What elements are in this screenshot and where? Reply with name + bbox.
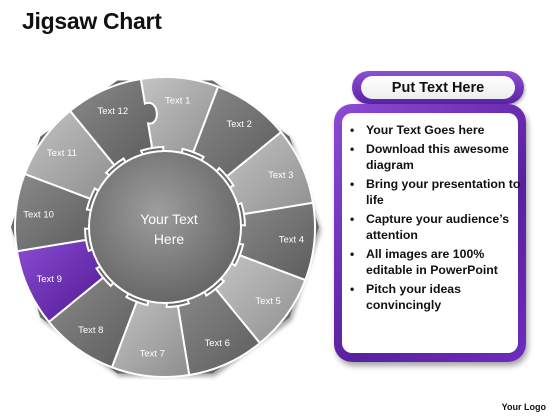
bullet-item: •Your Text Goes here <box>350 123 485 137</box>
bullet-dot-icon: • <box>350 123 355 137</box>
bullet-dot-icon: • <box>350 212 355 226</box>
bullet-item: •Bring your presentation to life <box>350 177 521 207</box>
panel-header-text: Put Text Here <box>361 76 515 99</box>
center-text-line2: Here <box>154 231 185 247</box>
bullet-item: •Pitch your ideas convincingly <box>350 282 461 312</box>
center-text-line1: Your Text <box>140 211 198 227</box>
text-panel-inner <box>342 113 518 353</box>
bullet-dot-icon: • <box>350 177 355 191</box>
piece-label-3: Text 3 <box>268 170 293 181</box>
puzzle-piece-12 <box>68 77 158 169</box>
text-panel <box>334 104 526 362</box>
piece-label-11: Text 11 <box>47 148 77 159</box>
piece-label-4: Text 4 <box>279 235 304 246</box>
jigsaw-diagram: Your Text Here Text 1 Text 2 Text 3 Text 4 T… <box>11 76 319 378</box>
page-title: Jigsaw Chart <box>22 8 162 34</box>
piece-label-12: Text 12 <box>97 106 128 117</box>
piece-label-7: Text 7 <box>140 348 165 359</box>
piece-label-2: Text 2 <box>227 119 252 130</box>
piece-label-9: Text 9 <box>37 274 62 285</box>
footer-logo: Your Logo <box>501 402 546 412</box>
piece-label-8: Text 8 <box>78 325 103 336</box>
panel-header: Put Text Here <box>352 71 524 104</box>
piece-label-10: Text 10 <box>23 209 54 220</box>
bullet-list: •Your Text Goes here •Download this awes… <box>346 122 528 316</box>
piece-label-6: Text 6 <box>205 338 230 349</box>
center-piece: Your Text Here <box>88 150 242 304</box>
bullet-item: •Download this awesome diagram <box>350 142 509 172</box>
bullet-dot-icon: • <box>350 282 355 296</box>
piece-label-5: Text 5 <box>255 296 280 307</box>
piece-label-1: Text 1 <box>165 96 190 107</box>
bullet-dot-icon: • <box>350 247 355 261</box>
bullet-item: •All images are 100% editable in PowerPo… <box>350 247 498 277</box>
bullet-item: •Capture your audience’s attention <box>350 212 510 242</box>
bullet-dot-icon: • <box>350 142 355 156</box>
center-circle <box>88 150 242 304</box>
